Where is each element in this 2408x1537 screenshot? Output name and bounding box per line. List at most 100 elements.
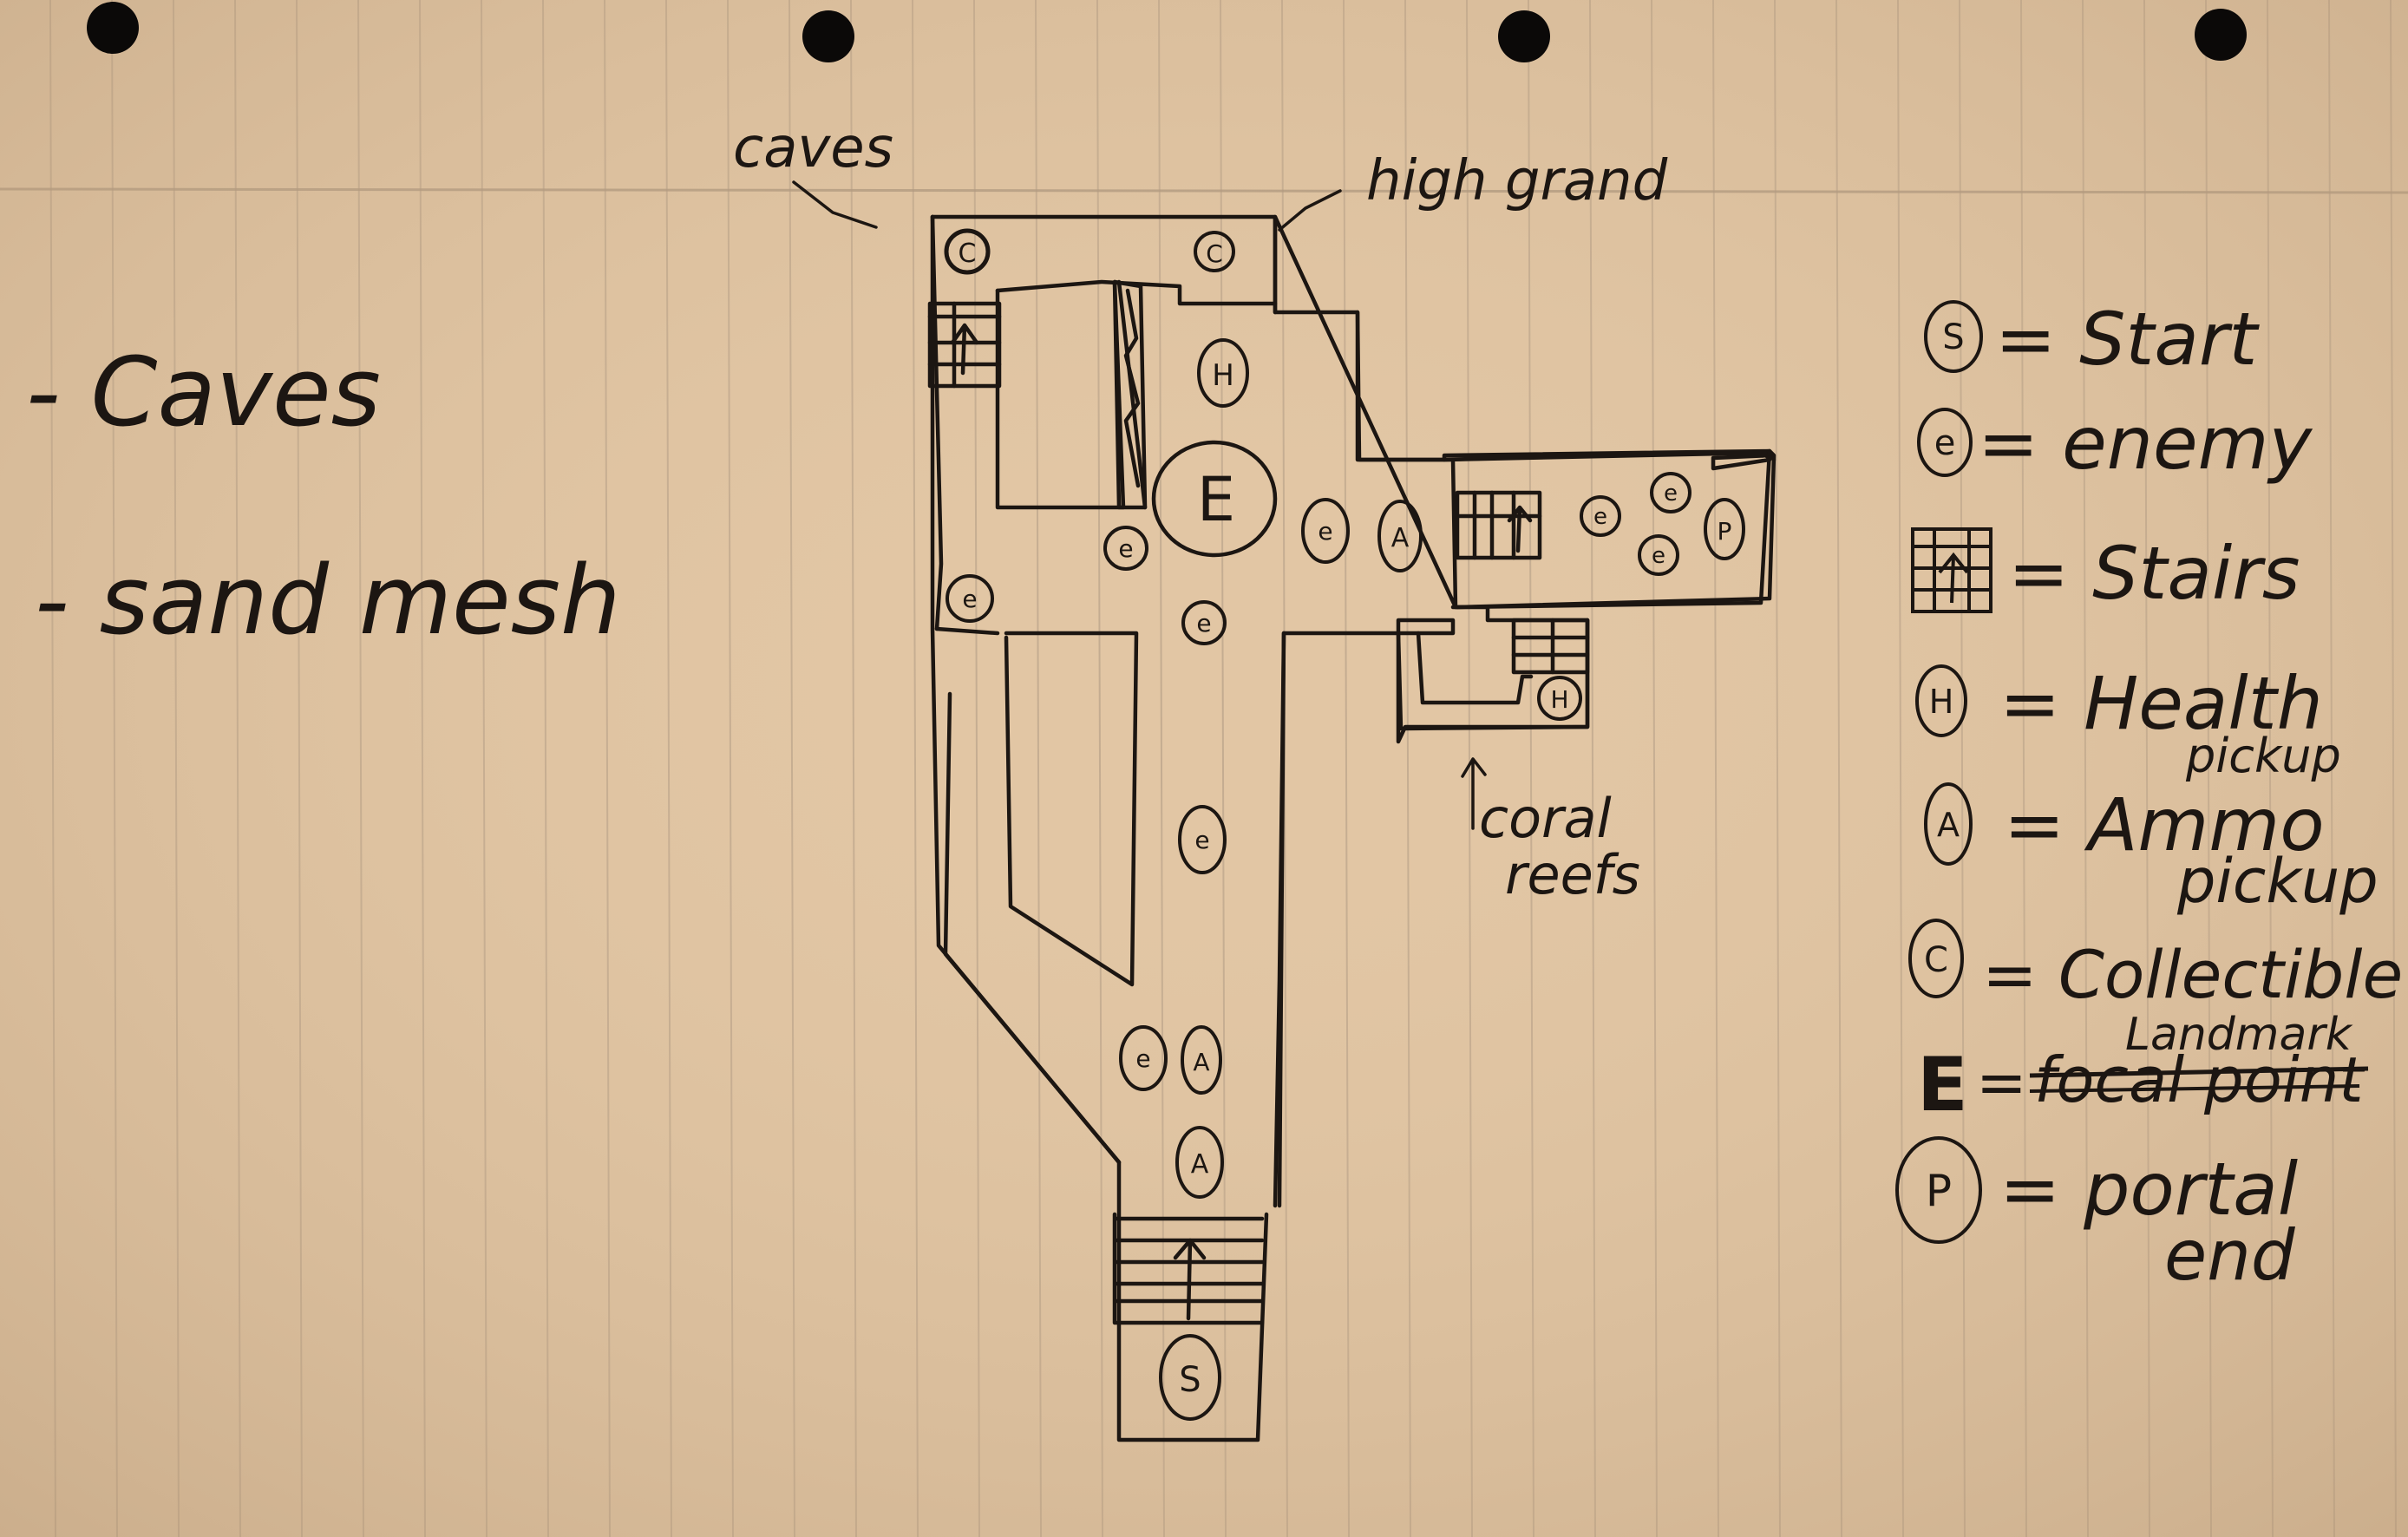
legend-landmark-symbol: E [1917, 1042, 1968, 1128]
legend-stairs: = Stairs [2008, 531, 2300, 616]
legend-symbol-label: C [1924, 940, 1948, 980]
high-ground-pointer [1278, 189, 1342, 232]
marker-label: e [1318, 517, 1332, 546]
high-ground-platform [930, 214, 1278, 315]
enemy-marker: e [1178, 805, 1227, 874]
stairs-coral [1511, 618, 1590, 675]
enemy-marker: e [946, 574, 994, 623]
marker-label: e [1664, 481, 1678, 507]
marker-label: e [1118, 534, 1133, 563]
health-marker: H [1537, 676, 1582, 721]
health-marker: H [1197, 338, 1249, 408]
punch-hole [802, 10, 854, 62]
legend-strikethrough [2029, 1084, 2360, 1093]
legend-landmark-struck: focal point [2034, 1043, 2365, 1116]
legend-symbol-label: H [1929, 683, 1954, 721]
legend-ammo-sub: pickup [2176, 846, 2379, 917]
punch-hole [2195, 9, 2247, 61]
stairs-arrow [1507, 505, 1533, 553]
start-marker: S [1159, 1334, 1221, 1421]
legend-symbol-label: e [1934, 423, 1956, 463]
marker-label: C [959, 239, 977, 269]
legend-landmark-replacement: Landmark [2125, 1009, 2353, 1061]
enemy-marker: e [1103, 526, 1148, 571]
portal-marker: P [1704, 498, 1745, 560]
marker-label: e [1652, 543, 1665, 569]
marker-label: A [1193, 1048, 1209, 1076]
legend-symbol-label: S [1942, 317, 1964, 357]
legend-ammo-symbol [1924, 782, 1973, 866]
level-map [792, 180, 1777, 1442]
legend-health-symbol [1915, 664, 1967, 737]
legend-health: = Health [1999, 661, 2323, 746]
marker-label: e [962, 585, 977, 613]
map-markers: C C H E e e e e [944, 228, 1745, 1421]
enemy-marker: e [1119, 1025, 1168, 1091]
cave-exit [934, 626, 1000, 636]
punch-hole [1498, 10, 1550, 62]
stairs-top-left [927, 301, 1002, 389]
side-note-caves: - Caves [26, 337, 381, 448]
west-alcove [995, 279, 1126, 510]
marker-label: S [1179, 1360, 1201, 1400]
ammo-marker: A [1377, 500, 1423, 572]
marker-label: A [1391, 523, 1410, 553]
enemy-marker: e [1181, 600, 1227, 645]
coral-reef-inner [1416, 631, 1534, 705]
landmark-marker: E [1151, 440, 1278, 558]
ammo-marker: A [1175, 1126, 1224, 1199]
legend-ammo: = Ammo [2004, 782, 2325, 867]
marker-label: e [1593, 504, 1607, 530]
marker-label: H [1212, 358, 1234, 393]
main-corridor-wall [1116, 279, 1286, 1208]
jagged-ramp [1112, 279, 1148, 510]
legend-start-symbol [1924, 300, 1983, 373]
east-wing-right [1453, 448, 1772, 610]
high-ground-inner [995, 279, 1278, 306]
legend-enemy-symbol [1917, 408, 1973, 477]
legend-enemy: = enemy [1978, 401, 2313, 486]
legend: S = Start e = enemy = Stairs H = Health … [1895, 297, 2403, 1296]
west-cave-inner [1004, 631, 1139, 987]
legend-portal-symbol [1895, 1136, 1982, 1244]
legend-collectible-symbol [1908, 919, 1964, 998]
west-cave-wall [930, 214, 1122, 1165]
caves-annotation: caves [733, 116, 893, 180]
ammo-marker: A [1181, 1025, 1222, 1095]
legend-symbol-label: A [1937, 806, 1960, 844]
marker-label: E [1197, 464, 1235, 535]
stairs-lines [1511, 618, 1590, 675]
legend-collectible: = Collectible [1982, 936, 2403, 1013]
marker-label: e [1196, 609, 1211, 638]
legend-health-sub: pickup [2185, 729, 2341, 783]
coral-reefs-annotation: coral [1479, 787, 1612, 850]
enemy-marker: e [1638, 534, 1679, 576]
stairs-arrow [950, 323, 979, 376]
collectible-marker: C [1194, 231, 1235, 272]
legend-start: = Start [1995, 297, 2260, 382]
marker-label: e [1135, 1044, 1150, 1073]
legend-strikethrough [2029, 1066, 2369, 1078]
stairs-lines [1455, 490, 1542, 560]
legend-symbol-label: P [1926, 1166, 1952, 1216]
marker-label: H [1550, 685, 1568, 714]
punch-holes [87, 2, 2247, 62]
east-wing-top [1442, 450, 1768, 462]
collectible-marker: C [944, 228, 991, 275]
enemy-marker: e [1301, 498, 1350, 564]
high-ground-annotation: high grand [1366, 149, 1668, 213]
marker-label: C [1206, 239, 1223, 268]
marker-label: A [1191, 1149, 1209, 1180]
legend-portal-sub: end [2164, 1215, 2296, 1296]
legend-landmark-eq: = [1976, 1047, 2027, 1118]
marker-label: P [1718, 517, 1732, 546]
marker-label: e [1194, 826, 1209, 854]
caves-pointer [792, 180, 878, 229]
stairs-arrow [1173, 1238, 1207, 1321]
legend-stairs-symbol [1911, 527, 1992, 613]
enemy-marker: e [1580, 495, 1621, 537]
stairs-east [1455, 490, 1542, 560]
enemy-marker: e [1650, 472, 1691, 513]
